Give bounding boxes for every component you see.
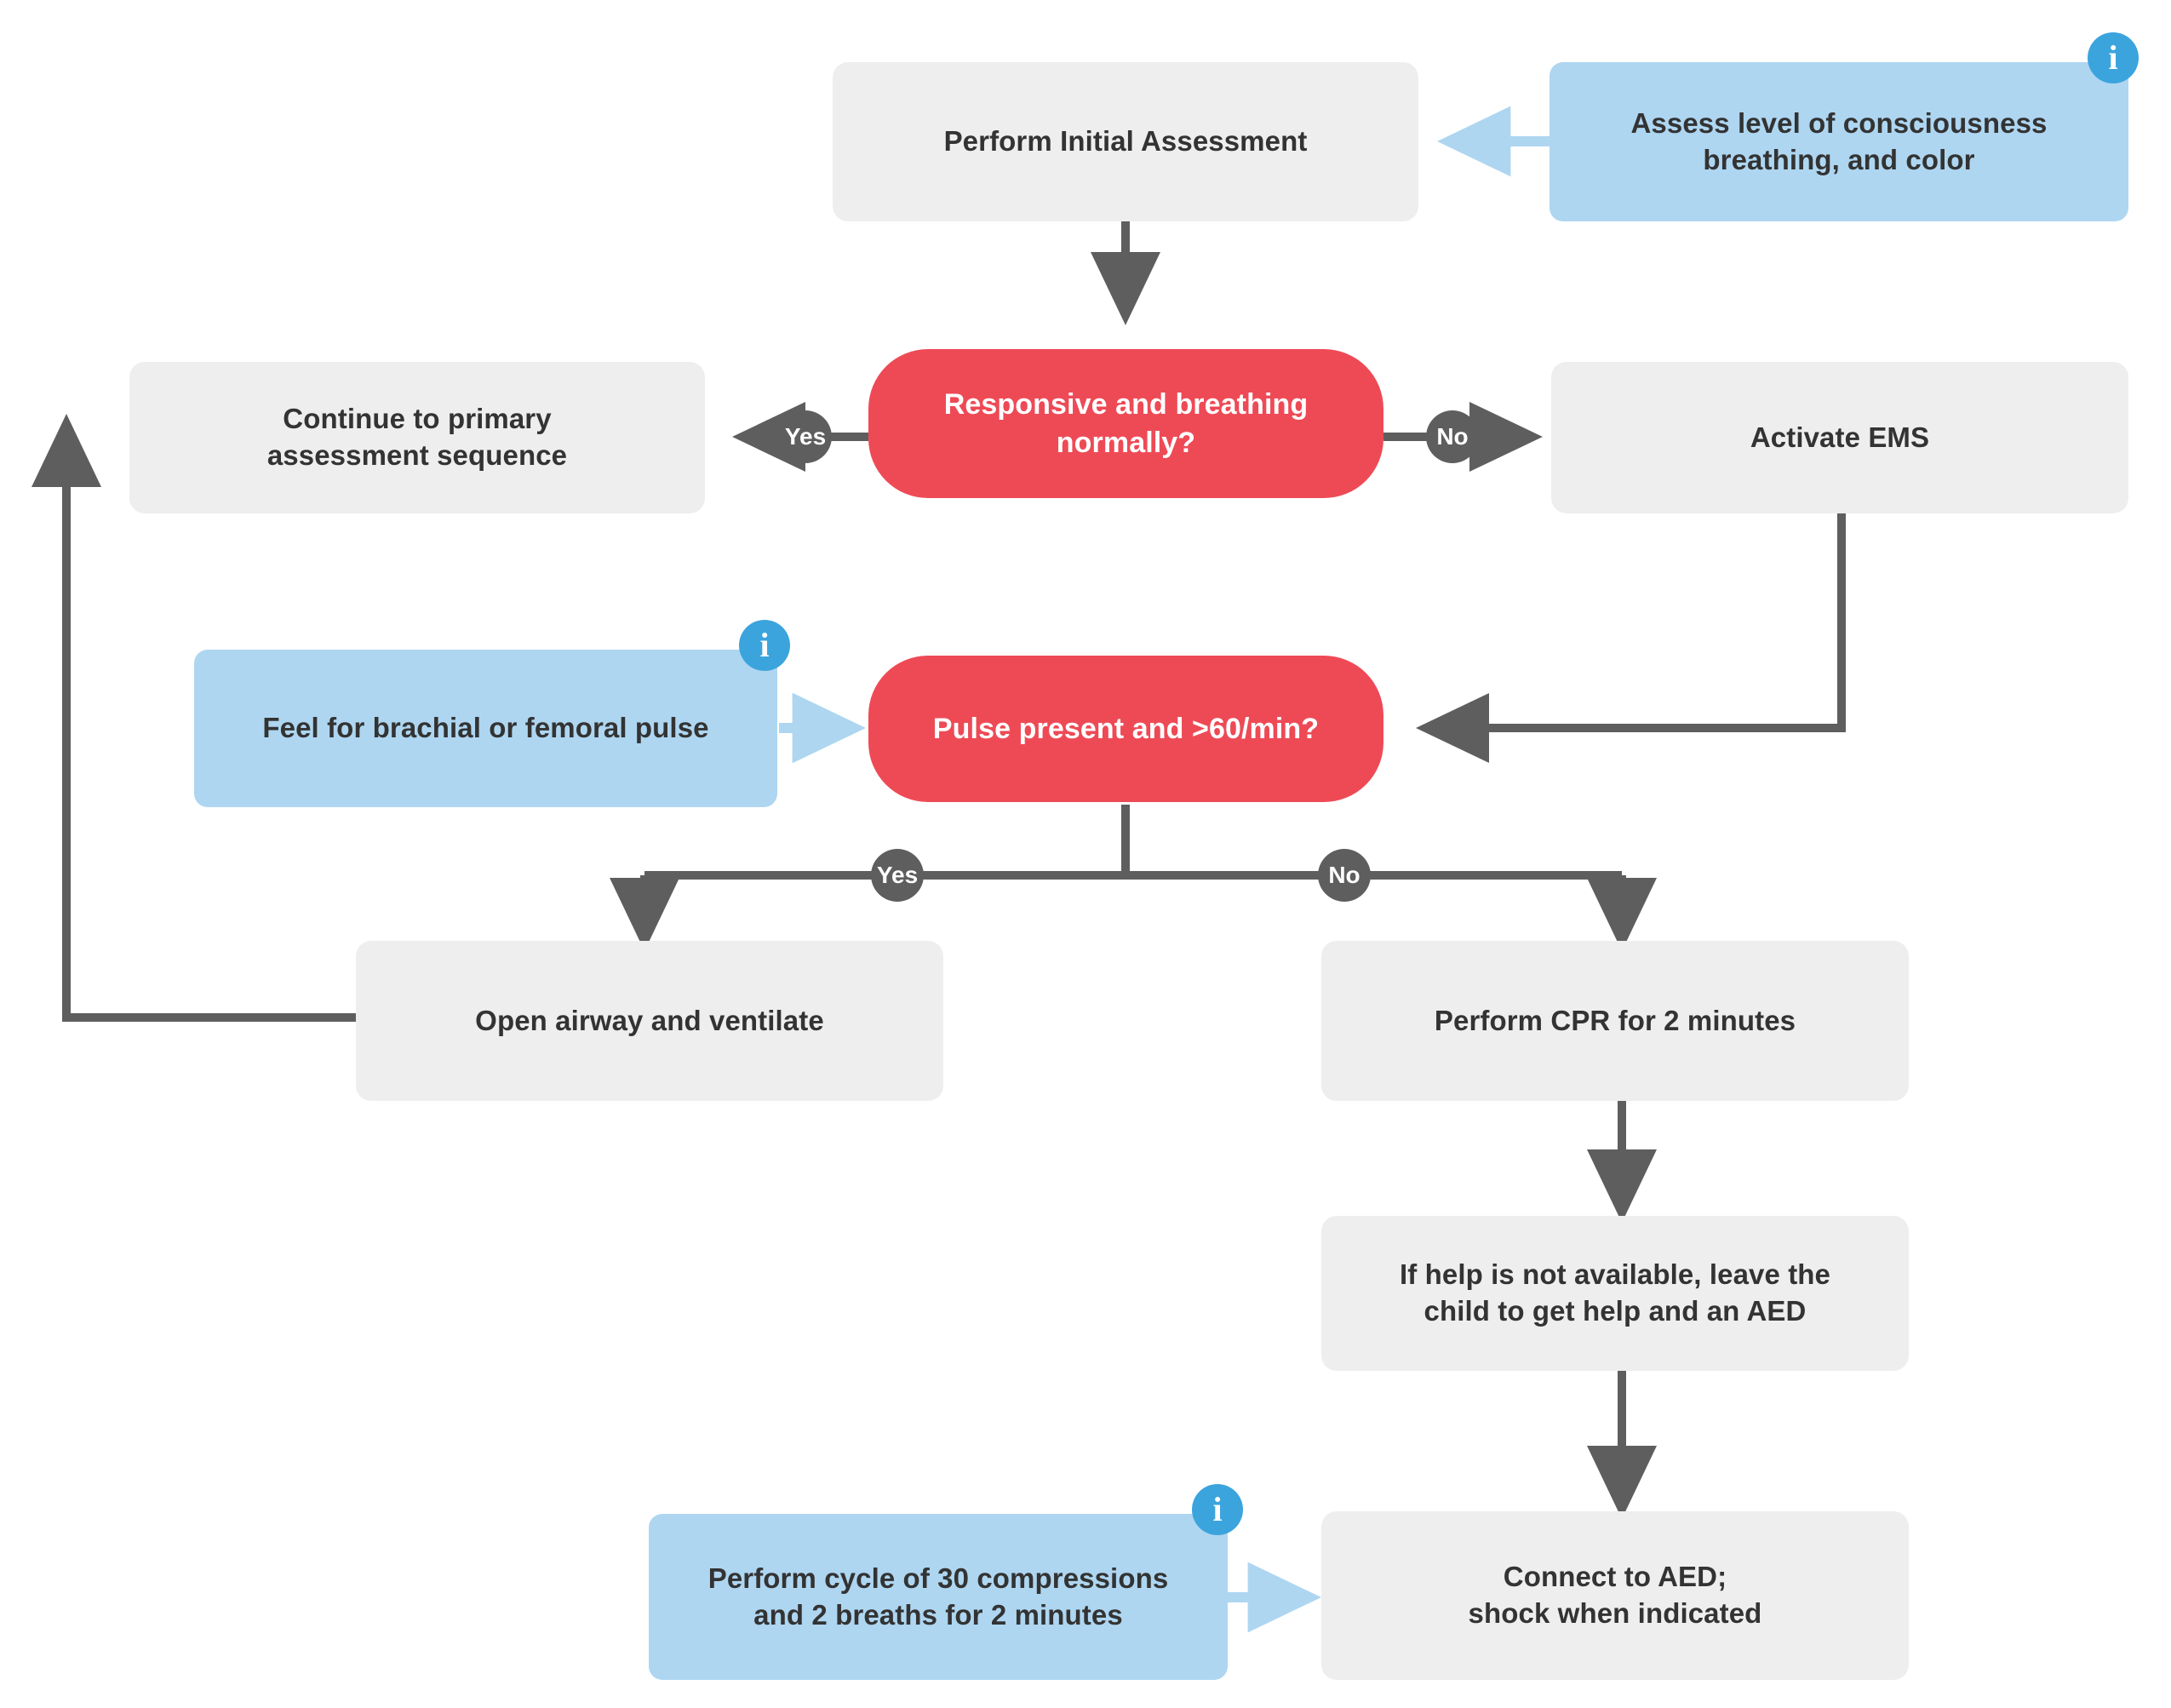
node-perform-initial-assessment[interactable]: Perform Initial Assessment bbox=[833, 62, 1418, 221]
edge-airway-loop bbox=[31, 414, 358, 1022]
node-label: Continue to primary assessment sequence bbox=[245, 401, 589, 474]
node-label-line2: breathing, and color bbox=[1703, 143, 1975, 175]
node-label-line1: If help is not available, leave the bbox=[1399, 1258, 1830, 1291]
edge-label-pulse-yes: Yes bbox=[871, 849, 924, 902]
node-label: Connect to AED; shock when indicated bbox=[1446, 1559, 1784, 1632]
node-label: Perform cycle of 30 compressions and 2 b… bbox=[686, 1561, 1191, 1634]
node-label-line1: Responsive and breathing bbox=[943, 388, 1309, 421]
node-activate-ems[interactable]: Activate EMS bbox=[1551, 362, 2128, 513]
node-label: Responsive and breathing normally? bbox=[922, 386, 1330, 461]
node-label-line2: assessment sequence bbox=[266, 439, 568, 471]
edge-ems-to-pulse bbox=[1416, 507, 1846, 763]
node-label-line1: Continue to primary bbox=[283, 403, 552, 435]
info-glyph: i bbox=[2108, 38, 2118, 77]
node-label: Activate EMS bbox=[1750, 421, 1930, 453]
node-responsive-and-breathing-normally[interactable]: Responsive and breathing normally? bbox=[868, 349, 1383, 498]
node-label: Assess level of consciousness breathing,… bbox=[1609, 106, 2070, 179]
node-feel-for-pulse[interactable]: Feel for brachial or femoral pulse bbox=[194, 650, 777, 807]
node-perform-cycle-of-30-compressions[interactable]: Perform cycle of 30 compressions and 2 b… bbox=[649, 1514, 1228, 1680]
node-assess-level-of-consciousness[interactable]: Assess level of consciousness breathing,… bbox=[1549, 62, 2128, 221]
node-continue-to-primary-assessment-sequence[interactable]: Continue to primary assessment sequence bbox=[129, 362, 705, 513]
edge-label-text: Yes bbox=[784, 423, 827, 450]
edge-label-responsive-no: No bbox=[1426, 410, 1479, 463]
info-glyph: i bbox=[1212, 1490, 1223, 1528]
info-badge-icon[interactable]: i bbox=[739, 620, 790, 671]
node-label: Perform CPR for 2 minutes bbox=[1434, 1004, 1796, 1036]
node-label: Feel for brachial or femoral pulse bbox=[262, 712, 709, 744]
node-label-line2: and 2 breaths for 2 minutes bbox=[753, 1598, 1123, 1631]
edge-label-text: No bbox=[1328, 862, 1360, 888]
edge-label-responsive-yes: Yes bbox=[779, 410, 832, 463]
node-label: Perform Initial Assessment bbox=[943, 125, 1308, 158]
node-if-help-not-available[interactable]: If help is not available, leave the chil… bbox=[1321, 1216, 1909, 1371]
info-glyph: i bbox=[759, 626, 770, 664]
node-label-line1: Assess level of consciousness bbox=[1630, 106, 2048, 139]
edge-label-pulse-no: No bbox=[1318, 849, 1371, 902]
node-open-airway-and-ventilate[interactable]: Open airway and ventilate bbox=[356, 941, 943, 1101]
info-badge-icon[interactable]: i bbox=[1192, 1484, 1243, 1535]
node-label: Pulse present and >60/min? bbox=[932, 712, 1320, 745]
node-pulse-present-and-over-60[interactable]: Pulse present and >60/min? bbox=[868, 656, 1383, 802]
node-label-line1: Connect to AED; bbox=[1503, 1561, 1727, 1593]
node-connect-to-aed[interactable]: Connect to AED; shock when indicated bbox=[1321, 1511, 1909, 1680]
node-label-line1: Perform cycle of 30 compressions bbox=[707, 1562, 1169, 1594]
node-label: If help is not available, leave the chil… bbox=[1378, 1257, 1853, 1330]
node-label-line2: normally? bbox=[1056, 426, 1196, 459]
node-label-line2: shock when indicated bbox=[1468, 1597, 1762, 1629]
node-label: Open airway and ventilate bbox=[475, 1004, 824, 1036]
edge-label-text: Yes bbox=[876, 862, 919, 888]
edge-label-text: No bbox=[1436, 423, 1469, 450]
node-label-line2: child to get help and an AED bbox=[1423, 1295, 1807, 1327]
node-perform-cpr-for-2-minutes[interactable]: Perform CPR for 2 minutes bbox=[1321, 941, 1909, 1101]
info-badge-icon[interactable]: i bbox=[2088, 32, 2139, 83]
